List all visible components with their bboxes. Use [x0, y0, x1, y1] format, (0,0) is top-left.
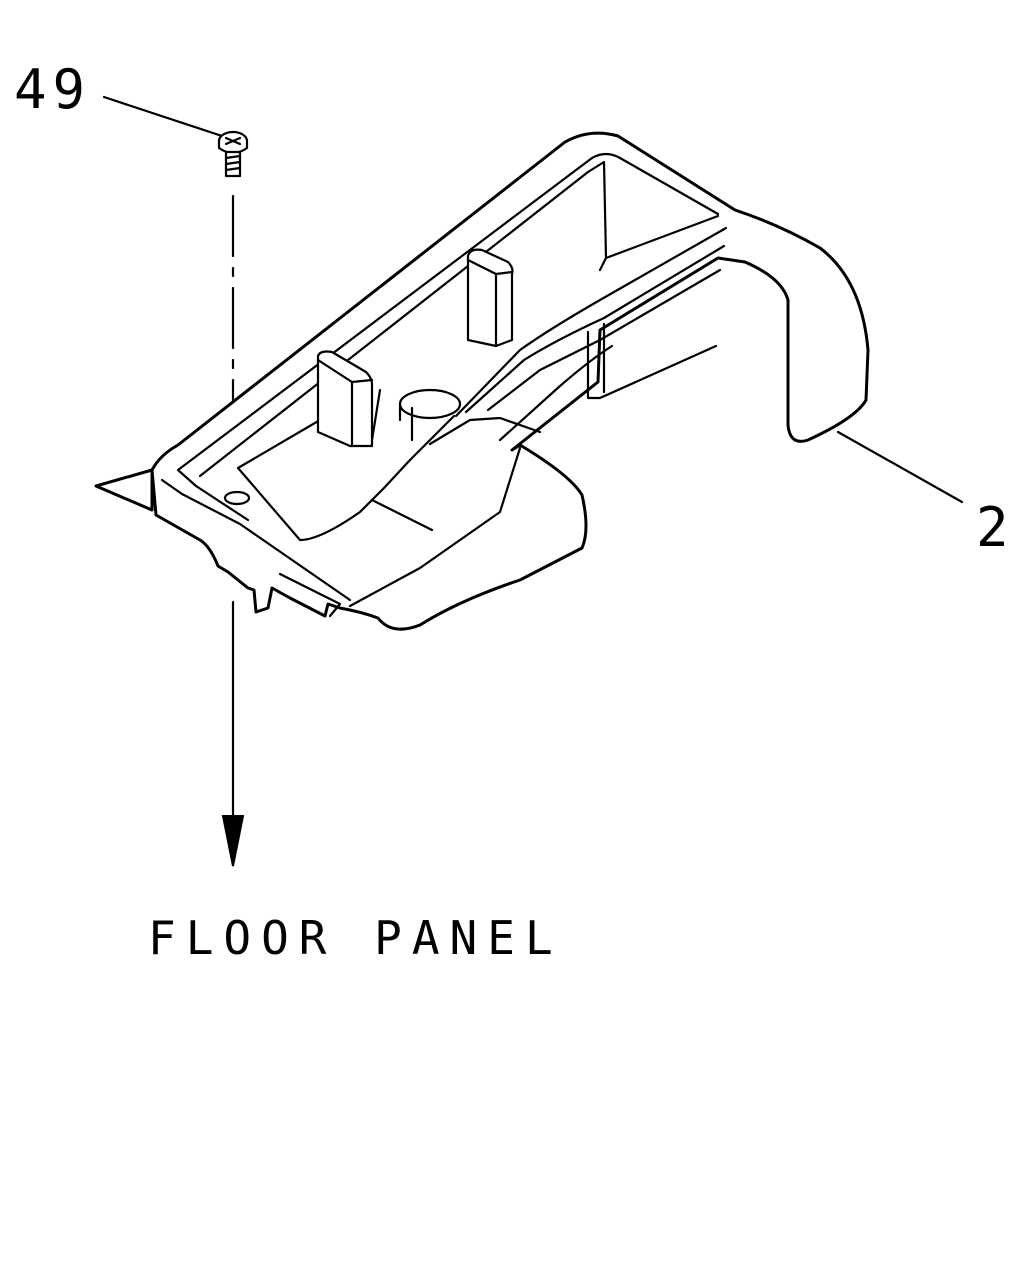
part-callout-number: 2: [976, 496, 1015, 559]
part-leader-line: [836, 430, 964, 504]
down-arrow-icon: [221, 815, 245, 867]
floor-panel-label: FLOOR PANEL: [148, 911, 563, 965]
screw-callout-number: 49: [14, 58, 91, 121]
screw-leader-line: [102, 95, 224, 138]
bracket-cover-part: [94, 131, 870, 631]
screw-icon: [217, 130, 249, 178]
